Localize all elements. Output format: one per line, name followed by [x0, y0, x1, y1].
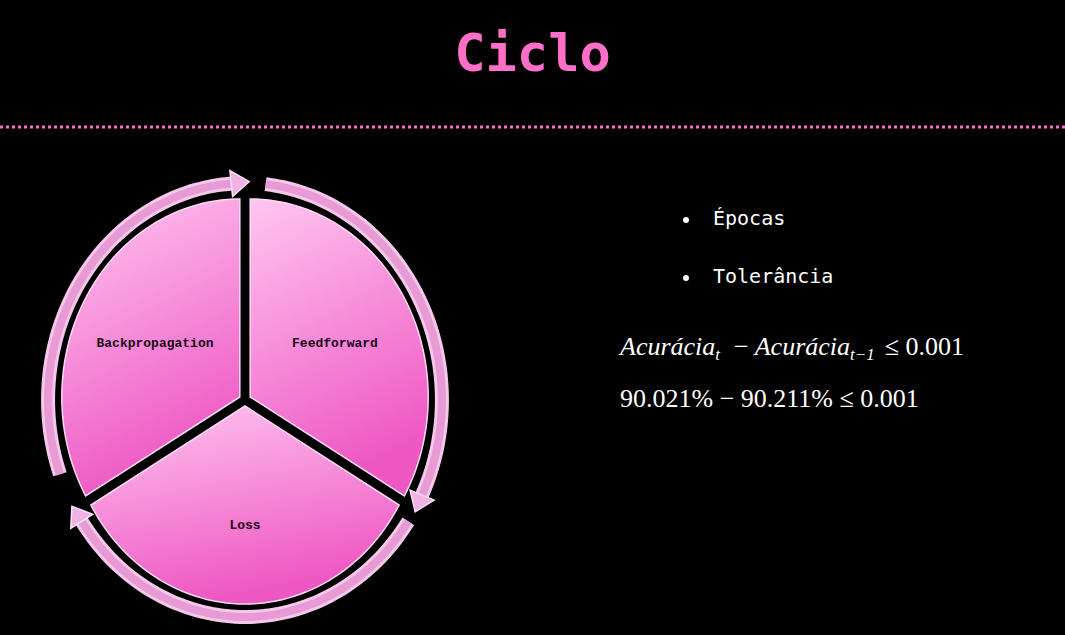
formula-subscript: t	[715, 345, 720, 364]
sector-label: Backpropagation	[97, 335, 214, 350]
formula-line: Acuráciat−Acuráciat−1≤ 0.001	[620, 332, 964, 365]
slide-title: Ciclo	[0, 22, 1065, 84]
arrow-head	[410, 490, 434, 512]
sector-shape	[88, 404, 402, 606]
bullet-dot	[683, 275, 689, 281]
title-divider	[0, 126, 1065, 129]
formula-term: Acurácia	[755, 332, 850, 361]
arrow-head	[230, 171, 249, 197]
sector-label: Loss	[229, 517, 260, 532]
bullet-text: Tolerância	[713, 264, 833, 288]
cycle-sector: Loss	[88, 404, 402, 606]
formula-term: ≤ 0.001	[885, 332, 964, 361]
formula-line: 90.021% − 90.211% ≤ 0.001	[620, 384, 919, 414]
bullet-text: Épocas	[713, 206, 785, 230]
sector-label: Feedforward	[292, 335, 378, 350]
sector-fill	[91, 406, 399, 604]
bullet-dot	[683, 217, 689, 223]
formula-term: Acurácia	[620, 332, 715, 361]
formula-subscript: t−1	[850, 345, 875, 364]
arrow-head	[71, 506, 93, 528]
formula-example: 90.021% − 90.211% ≤ 0.001	[620, 384, 919, 413]
formula-term: −	[734, 332, 749, 361]
